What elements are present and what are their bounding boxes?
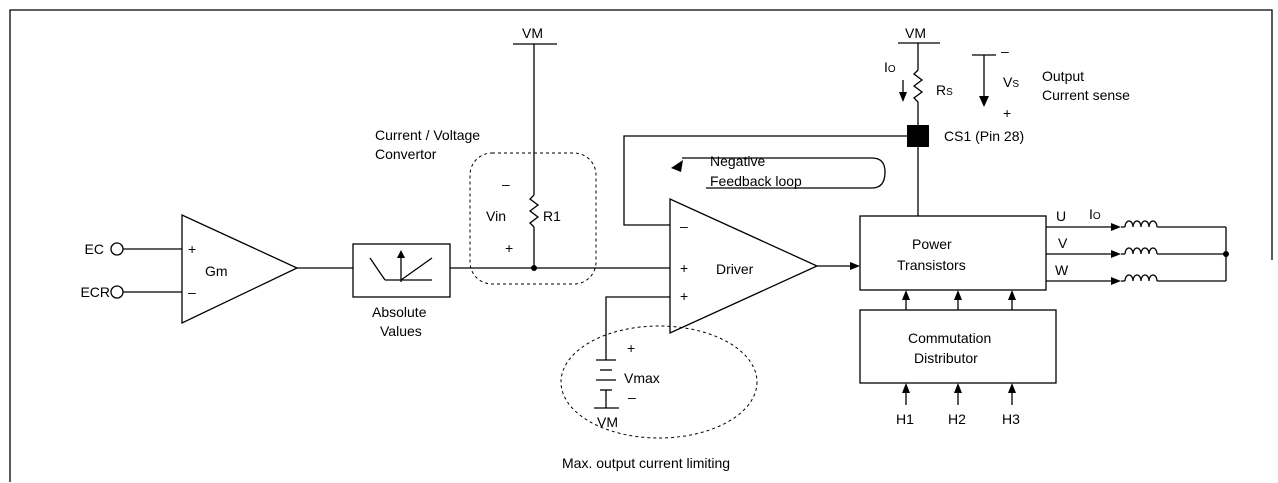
uvw-output-wires: [1046, 223, 1121, 285]
r1-label: R1: [543, 208, 561, 224]
feedback-arrowhead: [671, 160, 683, 172]
cv-convertor-region: [469, 152, 597, 285]
driver-minus: –: [680, 218, 688, 234]
cv-label-2: Convertor: [375, 146, 437, 162]
gm-amplifier: [181, 213, 299, 325]
u-label: U: [1056, 208, 1066, 224]
gm-minus: –: [188, 284, 196, 300]
comm-label-1: Commutation: [908, 330, 991, 346]
comm-label-2: Distributor: [914, 350, 978, 366]
gm-plus: +: [188, 241, 196, 257]
h3-label: H3: [1002, 411, 1020, 427]
driver-plus-1: +: [680, 260, 688, 276]
vs-minus: –: [1001, 43, 1009, 59]
driver-amplifier: [669, 197, 819, 335]
rs-label: RS: [936, 82, 953, 98]
vs-plus: +: [1003, 105, 1011, 121]
ec-label: EC: [85, 241, 104, 257]
v-label: V: [1058, 235, 1068, 251]
absolute-label-1: Absolute: [372, 304, 427, 320]
rs-resistor: [912, 69, 924, 103]
absolute-values-symbol: [369, 250, 433, 282]
power-label-1: Power: [912, 236, 952, 252]
vm-bottom-label: VM: [597, 414, 618, 430]
output-sense-label-1: Output: [1042, 68, 1084, 84]
io-rs-arrowhead: [899, 92, 907, 102]
ecr-label: ECR: [80, 284, 110, 300]
feedback-wire: [623, 135, 918, 226]
power-label-2: Transistors: [897, 257, 966, 273]
power-transistors-block: [859, 215, 1047, 291]
feedback-loop-arrow: [682, 157, 886, 189]
frame-border: [9, 9, 1273, 482]
vmax-minus: –: [628, 389, 636, 405]
absolute-label-2: Values: [380, 323, 422, 339]
cs1-label: CS1 (Pin 28): [944, 128, 1024, 144]
max-limit-label: Max. output current limiting: [562, 455, 730, 471]
vm-rs-label: VM: [905, 25, 926, 41]
vmax-region: [560, 325, 758, 439]
vm-top-label: VM: [522, 25, 543, 41]
h2-label: H2: [948, 411, 966, 427]
h1-label: H1: [896, 411, 914, 427]
ec-terminal: [110, 242, 124, 256]
vin-label: Vin: [486, 208, 506, 224]
r1-resistor: [528, 194, 540, 228]
vmax-label: Vmax: [624, 370, 660, 386]
vmax-wire: [605, 296, 670, 360]
io-out-label: IO: [1089, 206, 1101, 222]
hall-input-arrows: [902, 383, 1016, 405]
comm-to-power-arrows: [902, 290, 1016, 310]
output-sense-label-2: Current sense: [1042, 87, 1130, 103]
commutation-block: [859, 309, 1057, 384]
neg-fb-label-1: Negative: [710, 153, 765, 169]
vs-arrowhead: [979, 96, 989, 107]
gm-label: Gm: [205, 263, 228, 279]
neg-fb-label-2: Feedback loop: [710, 173, 802, 189]
cs1-pin: [907, 125, 929, 147]
w-label: W: [1055, 262, 1069, 278]
vs-label: VS: [1003, 74, 1019, 90]
motor-coils: [1121, 220, 1229, 282]
cv-label-1: Current / Voltage: [375, 127, 480, 143]
vin-plus: +: [505, 240, 513, 256]
driver-plus-2: +: [680, 288, 688, 304]
ecr-terminal: [110, 285, 124, 299]
driver-label: Driver: [716, 261, 754, 277]
vmax-plus: +: [627, 340, 635, 356]
driver-output-arrow: [850, 262, 860, 270]
io-rs-label: IO: [884, 59, 896, 75]
vin-minus: –: [502, 176, 510, 192]
